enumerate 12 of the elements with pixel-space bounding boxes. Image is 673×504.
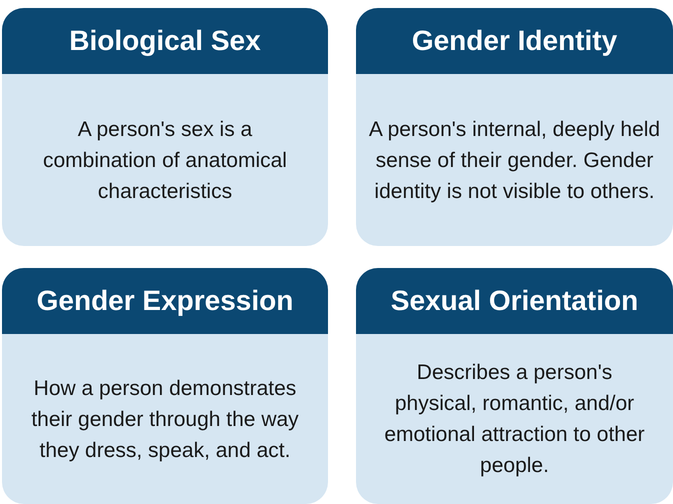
info-card <box>356 8 673 246</box>
info-card <box>2 268 328 504</box>
card-description: How a person demonstrates their gender through the way they dress, speak, and act. <box>30 376 300 464</box>
card-heading: Gender Identity <box>356 8 673 74</box>
card-description: Describes a person's physical, romantic, and/or emotional attraction to other people. <box>383 360 646 479</box>
info-card <box>2 8 328 246</box>
card-heading: Gender Expression <box>2 268 328 334</box>
card-description: A person's internal, deeply held sense of their gender. Gender identity is not visible to others. <box>368 116 662 204</box>
card-description: A person's sex is a combination of anatomical characteristics <box>42 116 288 204</box>
card-heading: Biological Sex <box>2 8 328 74</box>
info-card <box>356 268 673 504</box>
card-heading: Sexual Orientation <box>356 268 673 334</box>
